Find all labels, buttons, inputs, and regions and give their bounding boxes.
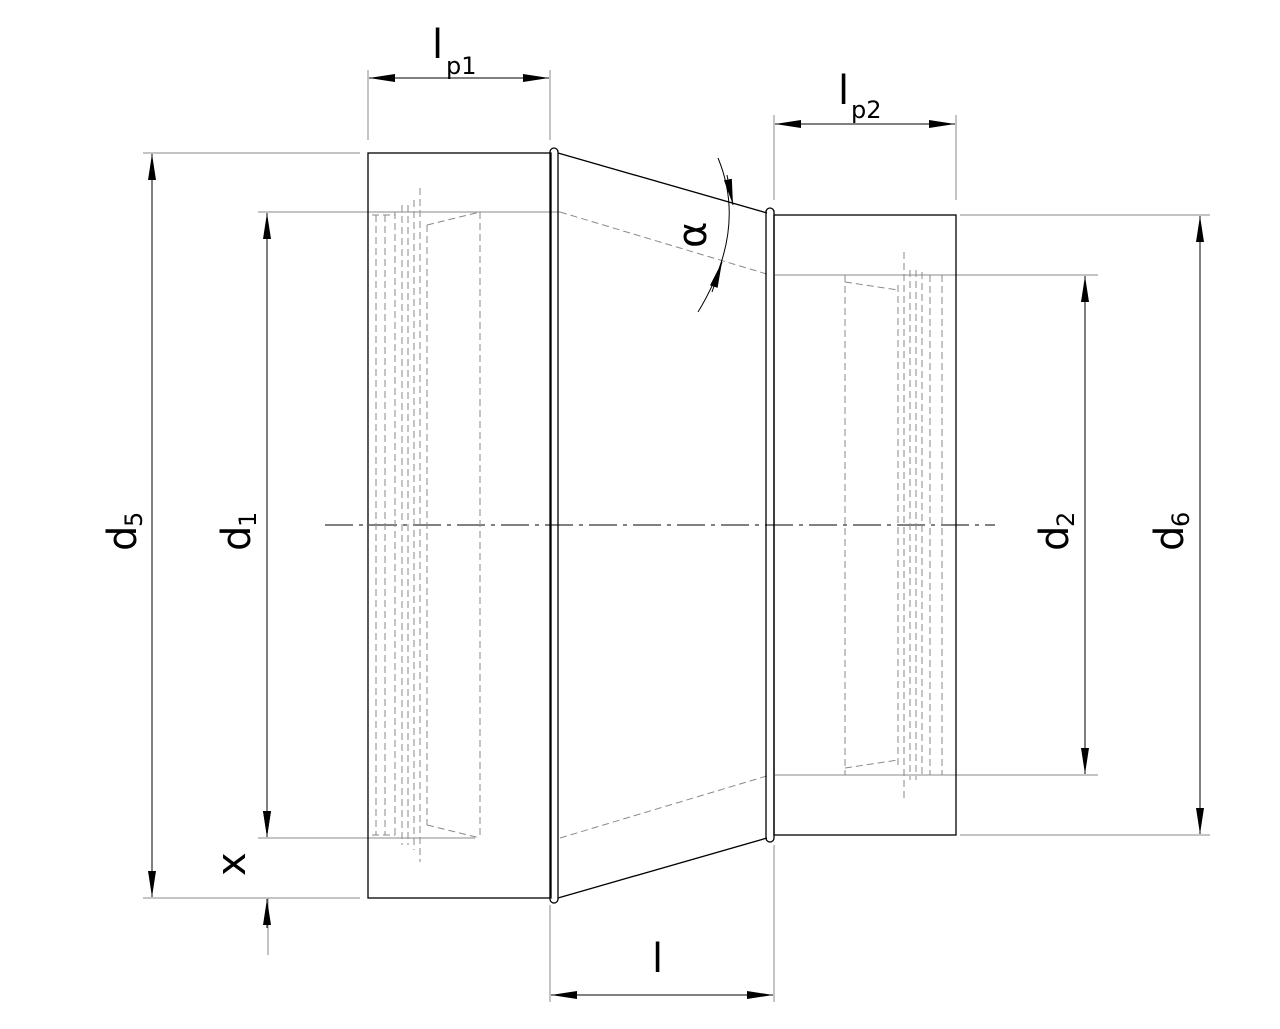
svg-text:5: 5 xyxy=(120,512,148,527)
cone-top-edge xyxy=(557,152,768,214)
angle-indicator xyxy=(697,157,734,313)
label-d6: d 6 xyxy=(1147,512,1195,551)
label-d2: d 2 xyxy=(1032,512,1080,551)
svg-text:2: 2 xyxy=(1052,512,1080,527)
svg-text:d: d xyxy=(1147,526,1193,551)
svg-text:d: d xyxy=(100,526,146,551)
label-alpha: α xyxy=(670,222,716,248)
svg-text:6: 6 xyxy=(1167,512,1195,527)
svg-text:d: d xyxy=(214,526,260,551)
label-d5: d 5 xyxy=(100,512,148,551)
label-lp1: l p1 xyxy=(432,22,477,80)
svg-text:1: 1 xyxy=(234,512,262,527)
extension-lines xyxy=(143,70,1210,1002)
hidden-lines xyxy=(372,188,950,862)
svg-text:x: x xyxy=(209,852,255,876)
svg-text:d: d xyxy=(1032,526,1078,551)
label-lp2: l p2 xyxy=(838,68,882,124)
svg-text:α: α xyxy=(670,222,716,248)
left-bead xyxy=(549,147,559,904)
svg-text:l: l xyxy=(432,22,443,68)
cone-bottom-edge xyxy=(557,837,768,899)
right-sleeve xyxy=(773,214,957,836)
svg-text:p1: p1 xyxy=(446,52,477,80)
svg-text:l: l xyxy=(652,936,663,982)
dimension-lines xyxy=(148,74,1204,999)
label-l: l xyxy=(652,936,663,982)
svg-text:p2: p2 xyxy=(851,96,882,124)
svg-text:l: l xyxy=(838,68,849,114)
label-x: x xyxy=(209,852,255,876)
left-sleeve xyxy=(367,152,552,899)
label-d1: d 1 xyxy=(214,512,262,551)
